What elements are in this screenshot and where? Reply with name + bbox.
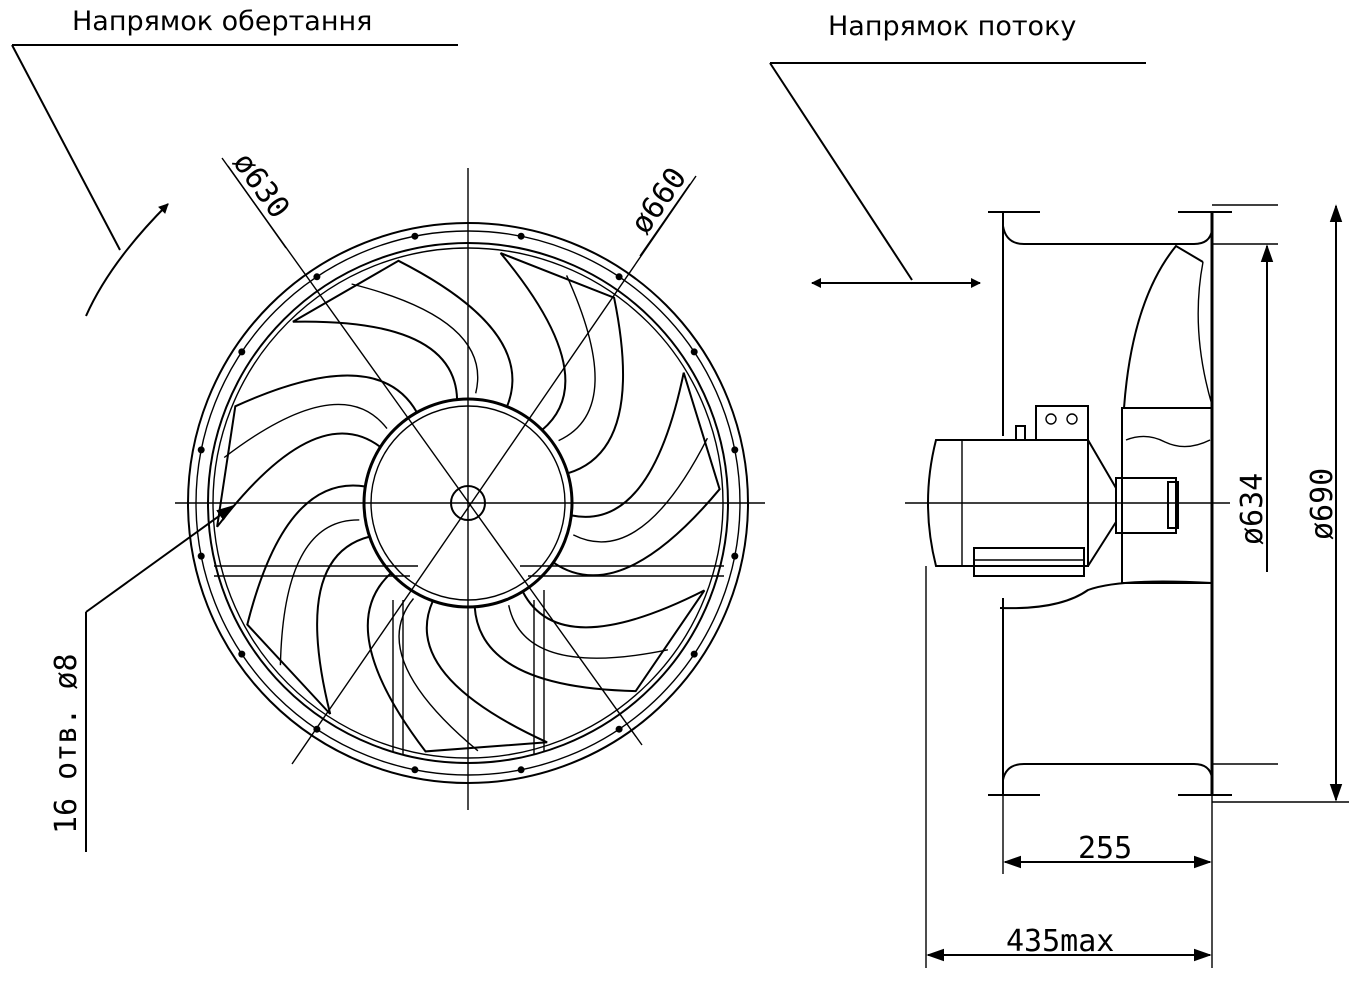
side-view: ø634 ø690 255 435max — [905, 204, 1349, 968]
bolt-hole — [238, 348, 246, 356]
bolt-holes — [197, 232, 739, 774]
flow-direction-label: Напрямок потоку — [828, 11, 1076, 42]
bolt-hole — [411, 232, 419, 240]
impeller-blade — [292, 259, 514, 407]
impeller-blade — [366, 572, 548, 753]
flow-leader-line — [769, 62, 913, 281]
bolt-hole — [615, 273, 623, 281]
flange-outer-ring — [187, 222, 749, 784]
dim-d634-label: ø634 — [1235, 473, 1270, 545]
bolt-hole — [197, 446, 205, 454]
bolt-hole — [690, 348, 698, 356]
motor — [927, 405, 1179, 577]
blade-side-top — [1122, 244, 1212, 409]
bolt-hole — [517, 766, 525, 774]
rotation-direction-callout: Напрямок обертання — [11, 6, 458, 317]
flange-hole-ring — [195, 230, 741, 776]
housing-inner-ring — [207, 242, 729, 764]
bolt-hole — [517, 232, 525, 240]
impeller-blade-ridge — [398, 598, 479, 752]
bolt-hole — [615, 725, 623, 733]
impeller-blade — [499, 252, 625, 475]
dim-d630-label: ø630 — [226, 146, 297, 225]
rotation-arrow — [85, 203, 169, 317]
holes-label: 16 отв. ø8 — [49, 653, 84, 834]
front-view: ø630 ø660 16 отв. ø8 — [49, 146, 765, 852]
dim-435-label: 435max — [1006, 924, 1114, 959]
diameter-line-630 — [221, 157, 643, 746]
rotation-leader-line — [11, 44, 121, 251]
bolt-hole — [197, 552, 205, 560]
holes-leader-line — [85, 504, 235, 613]
bolt-hole — [690, 650, 698, 658]
dim-d660-label: ø660 — [624, 161, 694, 240]
impeller-blade — [473, 589, 706, 693]
impeller-blade — [552, 372, 721, 577]
impeller-blades — [216, 252, 721, 753]
hub-break-line — [1125, 435, 1211, 448]
support-struts — [214, 565, 724, 755]
diameter-line-660 — [291, 175, 697, 765]
shaft-circle — [450, 485, 486, 521]
bolt-hole — [411, 766, 419, 774]
bolt-hole — [313, 273, 321, 281]
impeller-blade-ridge — [279, 519, 360, 666]
impeller-blade-ridge — [223, 403, 388, 459]
impeller-blade-ridge — [572, 437, 709, 543]
rotation-direction-label: Напрямок обертання — [72, 6, 372, 37]
blade-side-edge — [1197, 261, 1213, 406]
dim-255-label: 255 — [1078, 831, 1132, 866]
impeller-blade-ridge — [508, 605, 669, 659]
hub-inner-circle — [370, 405, 566, 601]
bolt-hole — [731, 446, 739, 454]
blade-side-bottom — [999, 580, 1213, 610]
flow-direction-callout: Напрямок потоку — [769, 11, 1146, 288]
dim-d690-label: ø690 — [1305, 468, 1340, 540]
impeller-blade — [216, 374, 418, 528]
impeller-blade-ridge — [558, 275, 596, 442]
bolt-hole — [238, 650, 246, 658]
dim-660-extension — [639, 183, 691, 257]
hub-outer-circle — [362, 397, 574, 609]
bolt-hole — [731, 552, 739, 560]
impeller-blade-ridge — [351, 283, 479, 394]
impeller-tip-ring — [212, 247, 724, 759]
dim-630-extension — [227, 165, 287, 249]
impeller-blade — [246, 484, 370, 715]
